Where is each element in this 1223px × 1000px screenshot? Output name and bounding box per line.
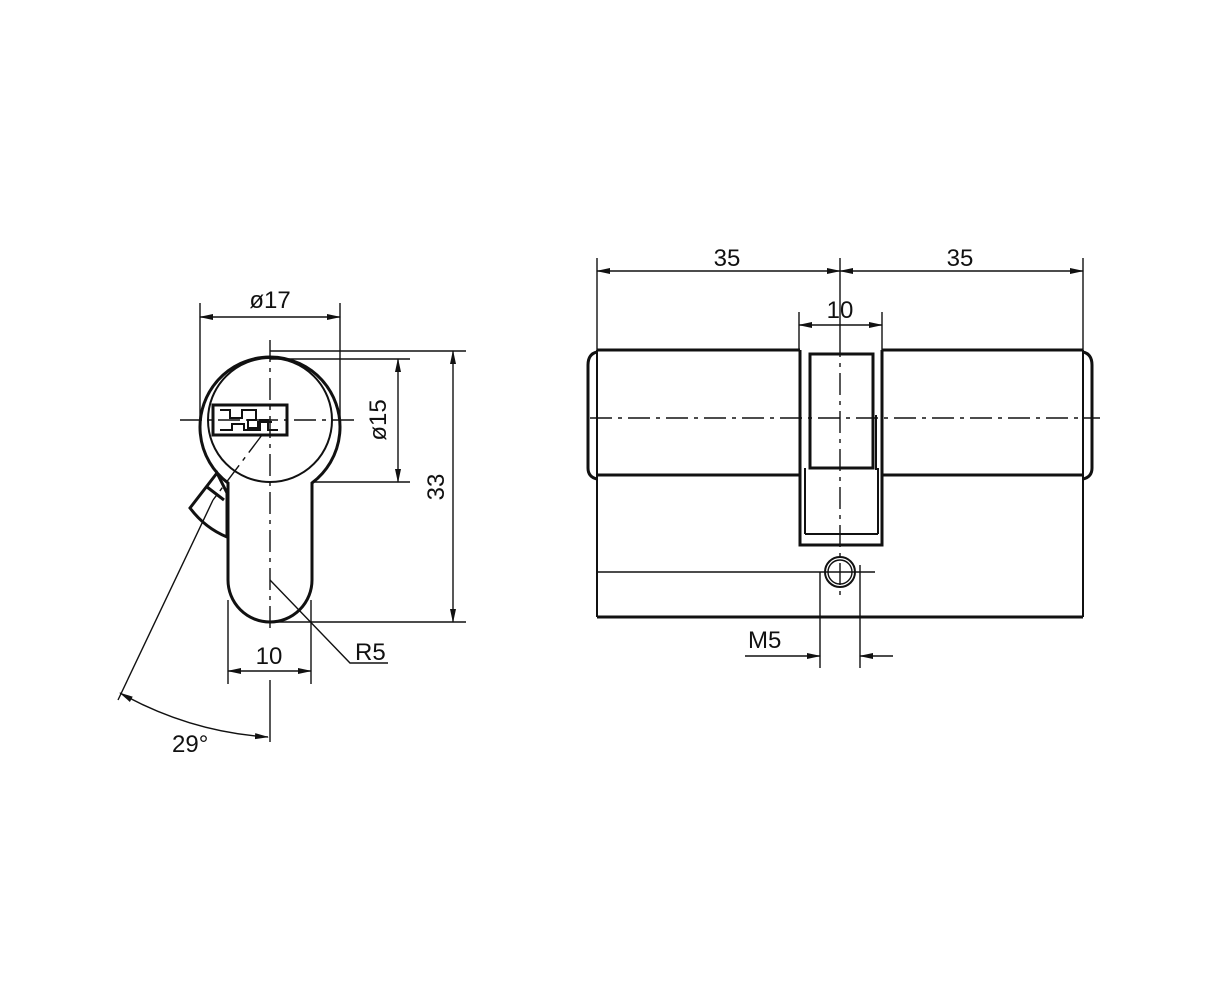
side-view: 35 35 10 M5 — [586, 245, 1100, 668]
dimension-height: 33 — [270, 350, 466, 623]
dimension-screw: M5 — [745, 565, 893, 668]
svg-text:ø15: ø15 — [365, 399, 392, 440]
screw-hole — [597, 556, 875, 588]
dimension-cam-width: 10 — [798, 297, 883, 350]
dimension-lengths: 35 35 — [596, 245, 1084, 350]
dimension-cam-angle: 29° — [117, 499, 269, 758]
cam — [188, 470, 229, 540]
svg-text:35: 35 — [947, 245, 974, 272]
dimension-outer-diameter: ø17 — [199, 287, 341, 420]
dimension-body-width: 10 — [227, 600, 312, 684]
svg-text:29°: 29° — [172, 731, 208, 758]
dimension-inner-diameter: ø15 — [270, 358, 410, 483]
svg-text:10: 10 — [256, 643, 283, 670]
front-view: ø17 ø15 33 10 R5 — [117, 287, 466, 758]
dimension-radius: R5 — [269, 579, 388, 666]
cam-block — [798, 350, 884, 547]
svg-text:10: 10 — [827, 297, 854, 324]
svg-text:33: 33 — [423, 474, 450, 501]
svg-text:M5: M5 — [748, 627, 781, 654]
svg-text:R5: R5 — [355, 639, 386, 666]
svg-text:ø17: ø17 — [249, 287, 290, 314]
cylinder-body — [586, 348, 1094, 619]
svg-text:35: 35 — [714, 245, 741, 272]
